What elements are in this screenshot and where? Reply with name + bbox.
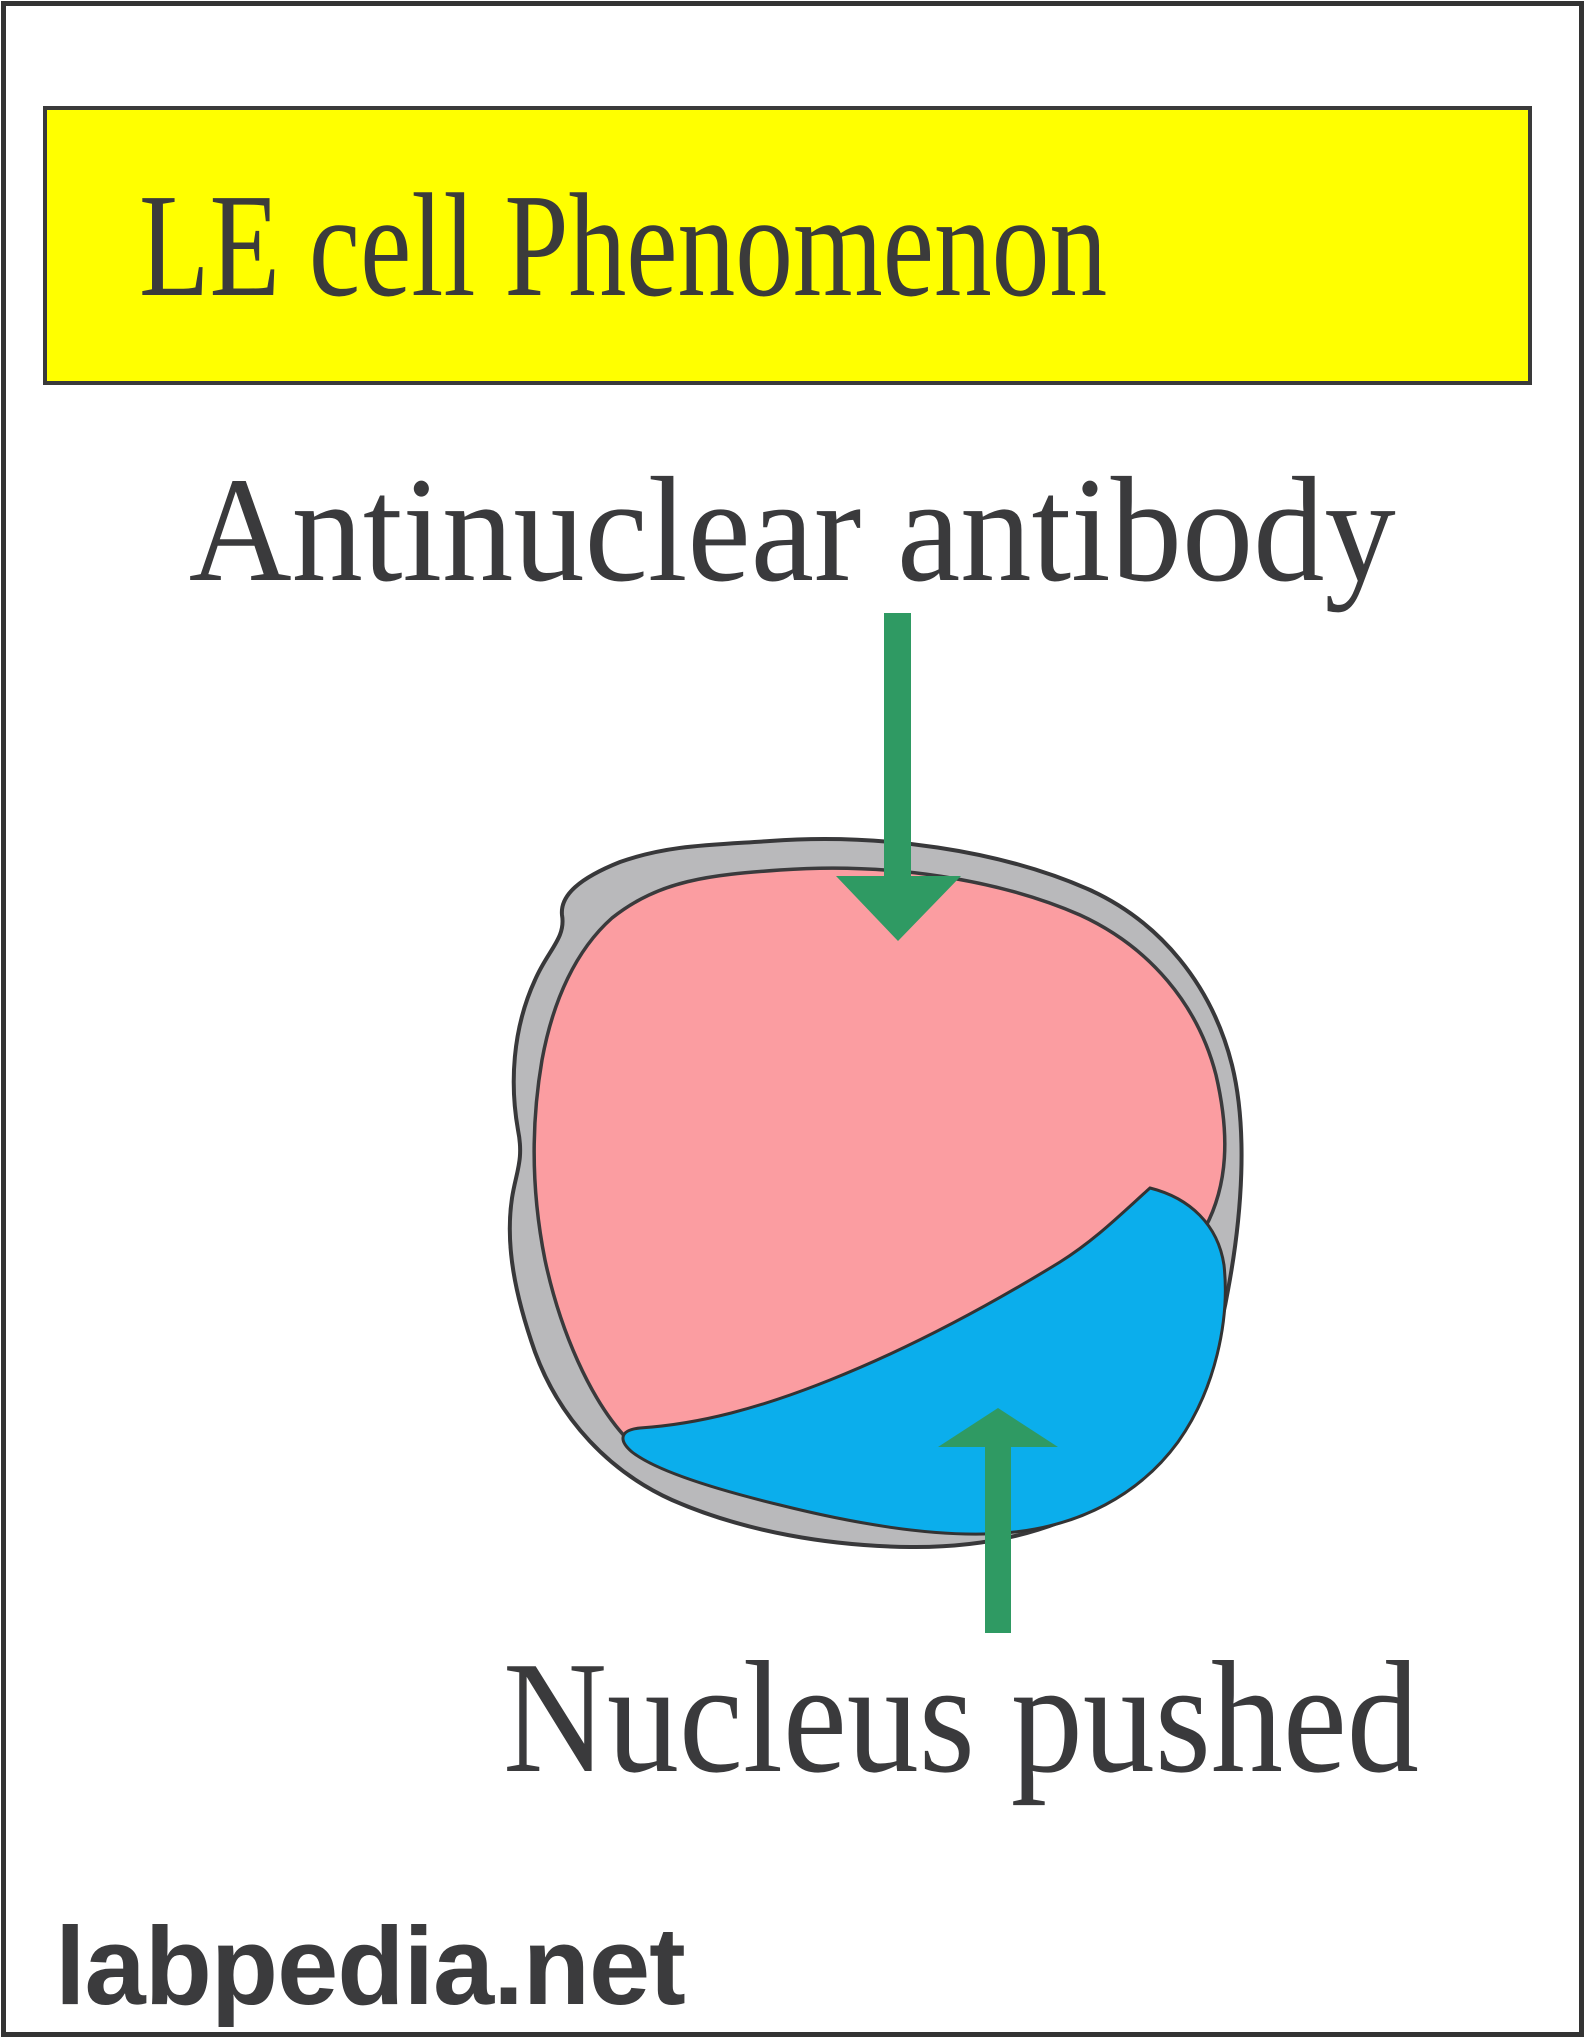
antinuclear-antibody-arrow: [836, 613, 961, 941]
nucleus-pushed-label: Nucleus pushed: [503, 1628, 1419, 1806]
antinuclear-antibody-label-wrap: Antinuclear antibody: [0, 455, 1585, 605]
up-arrow-shaft: [985, 1445, 1011, 1633]
cell-nucleus-shape: [621, 1186, 1227, 1536]
labpedia-watermark: labpedia.net: [55, 1905, 686, 2028]
down-arrow-shaft: [884, 613, 911, 880]
title-banner: LE cell Phenomenon: [43, 106, 1532, 385]
nucleus-pushed-label-wrap: Nucleus pushed: [503, 1637, 1521, 1797]
page-title: LE cell Phenomenon: [139, 163, 1108, 328]
antinuclear-antibody-label: Antinuclear antibody: [189, 447, 1396, 613]
down-arrow-head: [836, 876, 961, 941]
nucleus-arrow: [938, 1408, 1058, 1633]
up-arrow-head: [938, 1408, 1058, 1447]
